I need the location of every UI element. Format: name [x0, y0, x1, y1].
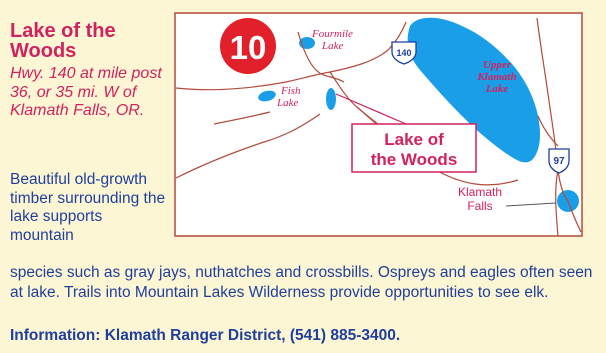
hwy-97-shield-icon: 97	[548, 148, 570, 174]
callout-line1: Lake of	[384, 130, 444, 149]
site-title: Lake of the Woods	[10, 21, 116, 61]
upper-klamath-label-line1: Upper	[483, 59, 512, 71]
callout-leader	[335, 93, 407, 125]
upper-klamath-lake	[407, 17, 540, 163]
site-title-line2: Woods	[10, 40, 77, 62]
fish-lake	[258, 90, 276, 102]
fourmile-label-line2: Lake	[321, 40, 344, 52]
upper-klamath-label-line3: Lake	[485, 83, 509, 95]
fourmile-label-line1: Fourmile	[311, 28, 353, 40]
site-directions: Hwy. 140 at mile post 36, or 35 mi. W of…	[10, 65, 162, 119]
lake-of-the-woods	[326, 88, 336, 110]
klamath-falls-label-line1: Klamath	[458, 185, 502, 199]
site-number: 10	[230, 29, 267, 66]
site-number-badge	[220, 18, 276, 74]
site-description-continued: species such as gray jays, nuthatches an…	[10, 264, 593, 301]
hwy-140-shield-icon: 140	[391, 41, 417, 65]
klamath-falls-leader	[505, 202, 557, 207]
hwy-97-label: 97	[553, 156, 565, 167]
location-map: Lake of the Woods 10 Fourmile Lake Fish …	[174, 12, 583, 237]
callout-line2: the Woods	[371, 150, 458, 169]
site-description-intro: Beautiful old-growth timber surrounding …	[10, 171, 166, 244]
hwy-140-label: 140	[396, 48, 411, 58]
upper-klamath-label-line2: Klamath	[476, 71, 516, 83]
site-title-line1: Lake of the	[10, 20, 116, 42]
klamath-falls-label-line2: Falls	[467, 199, 492, 213]
fish-label-line2: Lake	[276, 97, 299, 109]
callout-box	[351, 123, 477, 173]
site-information: Information: Klamath Ranger District, (5…	[10, 327, 401, 344]
fish-label-line1: Fish	[280, 85, 301, 97]
